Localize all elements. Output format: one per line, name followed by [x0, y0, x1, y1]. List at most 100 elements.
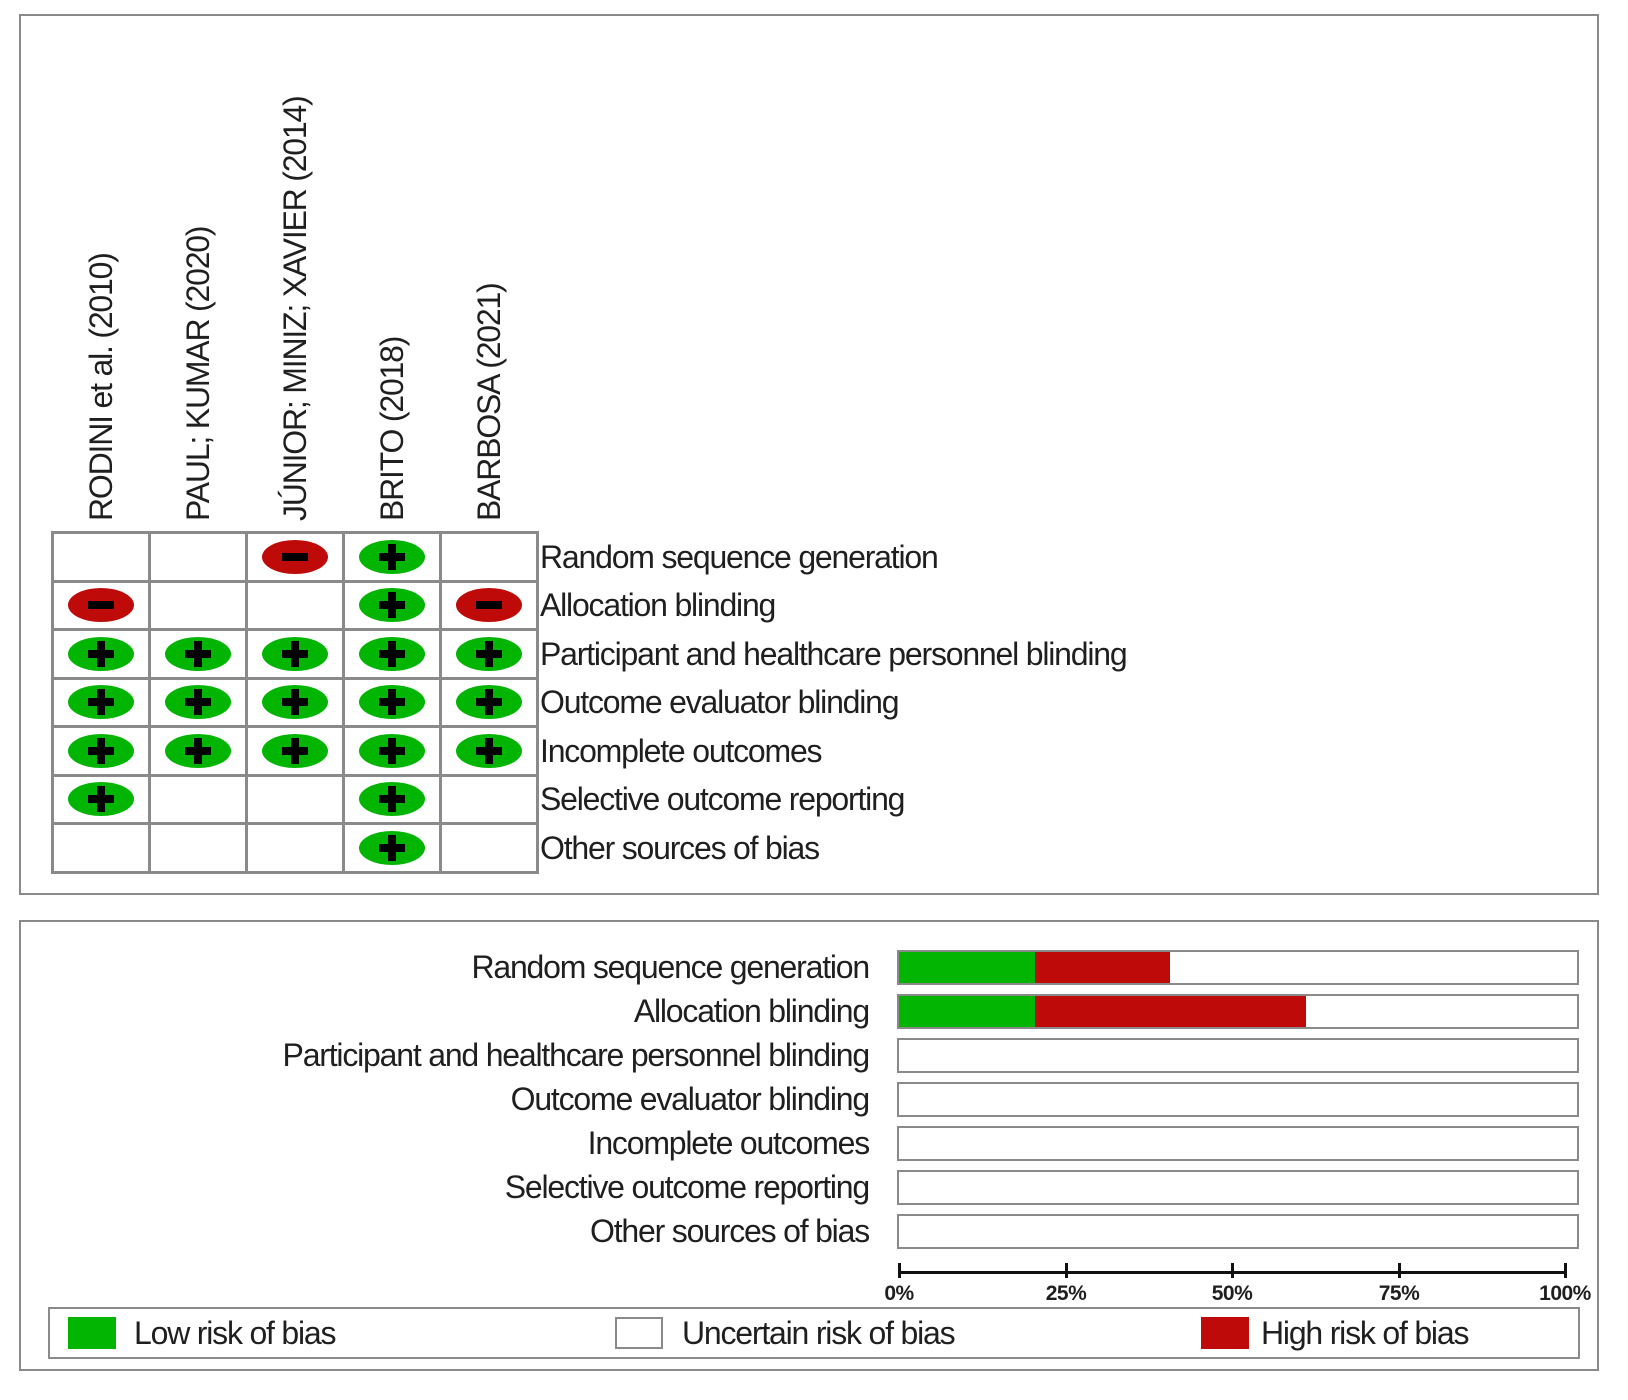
judgement-cell	[442, 534, 536, 580]
high-risk-segment	[1034, 952, 1171, 983]
axis-tick	[1065, 1263, 1068, 1278]
judgement-cell	[248, 728, 342, 774]
high-risk-marker	[262, 539, 328, 574]
domain-label: Allocation blinding	[633, 993, 870, 1029]
judgement-cell	[442, 728, 536, 774]
low-risk-marker	[262, 685, 328, 720]
uncertain-risk-swatch	[615, 1317, 663, 1349]
low-risk-marker	[456, 685, 522, 720]
domain-label: Random sequence generation	[471, 949, 870, 985]
judgement-cell	[151, 776, 245, 822]
study-column-header: PAUL; KUMAR (2020)	[180, 226, 216, 521]
study-column-header: JÚNIOR; MINIZ; XAVIER (2014)	[277, 96, 313, 521]
low-risk-marker	[359, 588, 425, 623]
judgement-grid	[51, 531, 539, 874]
judgement-cell	[442, 582, 536, 628]
plus-icon	[88, 689, 114, 716]
plus-icon	[282, 689, 308, 716]
legend-label: High risk of bias	[1261, 1315, 1469, 1351]
plus-icon	[282, 737, 308, 764]
judgement-cell	[442, 776, 536, 822]
judgement-cell	[54, 582, 148, 628]
plus-icon	[185, 737, 211, 764]
low-risk-marker	[68, 782, 134, 817]
plus-icon	[476, 640, 502, 667]
axis-tick	[898, 1263, 901, 1278]
low-risk-segment	[899, 952, 1035, 983]
high-risk-segment	[1034, 996, 1306, 1027]
judgement-cell	[345, 534, 439, 580]
low-risk-marker	[68, 685, 134, 720]
risk-bar	[897, 994, 1579, 1029]
judgement-cell	[54, 631, 148, 677]
risk-bar	[897, 1082, 1579, 1117]
judgement-cell	[151, 534, 245, 580]
domain-label: Other sources of bias	[540, 830, 820, 866]
risk-bar	[897, 1038, 1579, 1073]
plus-icon	[379, 592, 405, 619]
judgement-cell	[248, 582, 342, 628]
domain-label: Incomplete outcomes	[587, 1125, 871, 1161]
domain-label: Participant and healthcare personnel bli…	[540, 636, 1128, 672]
low-risk-marker	[165, 685, 231, 720]
low-risk-marker	[262, 733, 328, 768]
risk-bar	[897, 1126, 1579, 1161]
axis-tick	[1564, 1263, 1567, 1278]
plus-icon	[476, 689, 502, 716]
low-risk-marker	[68, 733, 134, 768]
risk-bar	[897, 1170, 1579, 1205]
domain-label: Outcome evaluator blinding	[510, 1081, 871, 1117]
domain-label: Incomplete outcomes	[540, 733, 823, 769]
low-risk-marker	[165, 636, 231, 671]
risk-bar	[897, 950, 1579, 985]
judgement-cell	[54, 728, 148, 774]
minus-icon	[476, 601, 502, 610]
plus-icon	[379, 786, 405, 813]
plus-icon	[379, 834, 405, 861]
study-column-header: RODINI et al. (2010)	[83, 253, 119, 521]
plus-icon	[185, 640, 211, 667]
judgement-cell	[248, 534, 342, 580]
low-risk-marker	[456, 733, 522, 768]
high-risk-swatch	[1201, 1317, 1249, 1349]
risk-of-bias-summary-panel: RODINI et al. (2010) PAUL; KUMAR (2020) JÚ…	[19, 14, 1599, 895]
legend-label: Low risk of bias	[134, 1315, 337, 1351]
judgement-cell	[151, 631, 245, 677]
domain-label: Outcome evaluator blinding	[540, 684, 900, 720]
axis-tick	[1231, 1263, 1234, 1278]
high-risk-marker	[68, 588, 134, 623]
plus-icon	[88, 737, 114, 764]
axis-tick-label: 75%	[1378, 1282, 1420, 1305]
judgement-cell	[54, 534, 148, 580]
judgement-cell	[345, 582, 439, 628]
domain-label: Other sources of bias	[590, 1213, 870, 1249]
judgement-cell	[248, 825, 342, 871]
judgement-cell	[345, 728, 439, 774]
low-risk-marker	[165, 733, 231, 768]
domain-label: Participant and healthcare personnel bli…	[282, 1037, 871, 1073]
domain-label: Selective outcome reporting	[504, 1169, 870, 1205]
judgement-cell	[248, 631, 342, 677]
plus-icon	[476, 737, 502, 764]
low-risk-marker	[456, 636, 522, 671]
axis-tick-label: 50%	[1211, 1282, 1253, 1305]
domain-label: Selective outcome reporting	[540, 781, 905, 817]
judgement-cell	[151, 679, 245, 725]
low-risk-marker	[359, 782, 425, 817]
plus-icon	[379, 543, 405, 570]
judgement-cell	[151, 582, 245, 628]
judgement-cell	[345, 679, 439, 725]
high-risk-marker	[456, 588, 522, 623]
judgement-cell	[345, 825, 439, 871]
axis-tick	[1398, 1263, 1401, 1278]
low-risk-marker	[359, 733, 425, 768]
judgement-cell	[54, 679, 148, 725]
study-column-header: BRITO (2018)	[374, 336, 410, 521]
study-column-header: BARBOSA (2021)	[471, 283, 507, 521]
judgement-cell	[248, 679, 342, 725]
low-risk-marker	[359, 636, 425, 671]
low-risk-swatch	[68, 1317, 116, 1349]
plus-icon	[379, 689, 405, 716]
